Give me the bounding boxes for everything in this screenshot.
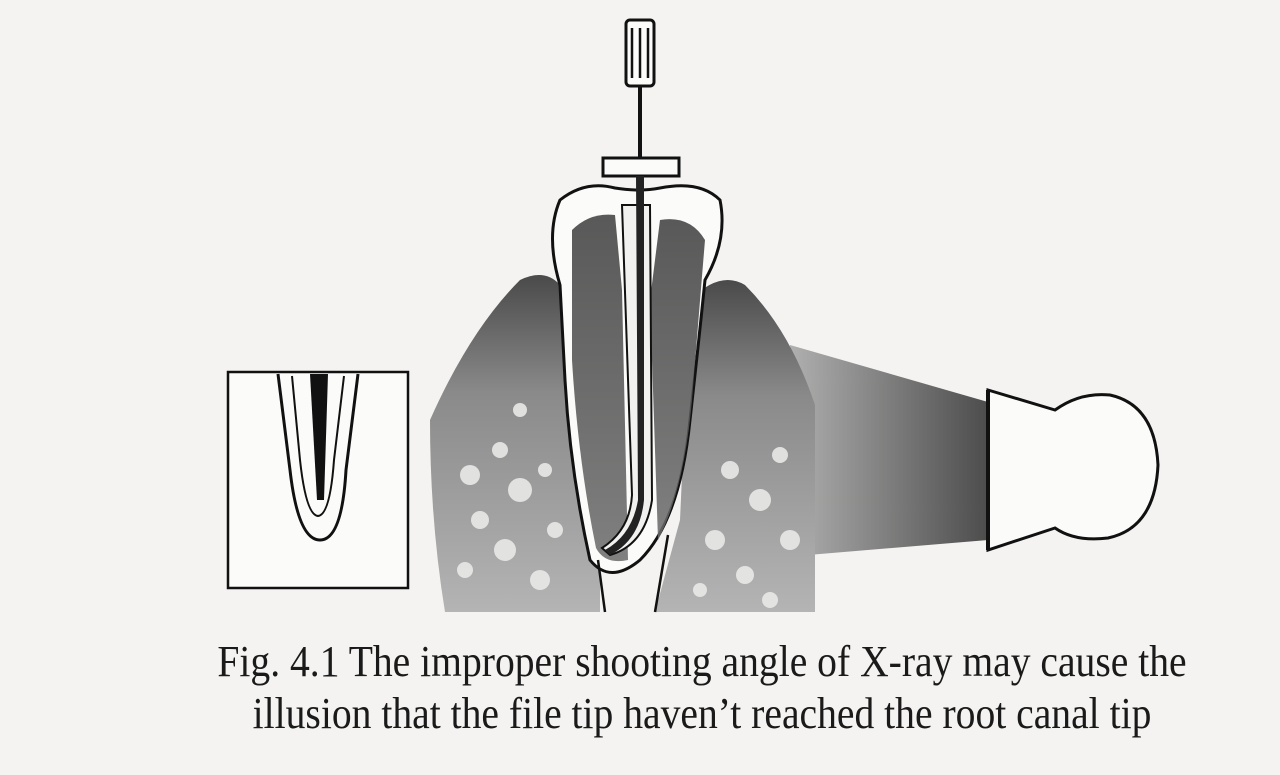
inset-root-outline: [276, 373, 360, 542]
root-canal-xray-illustration: [226, 18, 1160, 613]
xray-beam: [790, 345, 988, 555]
inset-root-inner: [291, 375, 345, 518]
xray-tube-body: [986, 387, 1160, 553]
tooth-dentin-right: [650, 219, 705, 540]
figure-caption-line-2: illusion that the file tip haven’t reach…: [252, 689, 1152, 738]
file-shaft: [605, 176, 644, 555]
tooth-dentin: [572, 214, 628, 562]
apex-detail-inset: [226, 370, 410, 590]
xray-tube: [986, 387, 1160, 553]
endodontic-file: [601, 18, 681, 555]
alveolar-bone: [430, 275, 815, 612]
figure-caption-line-1: Fig. 4.1 The improper shooting angle of …: [217, 637, 1187, 686]
rubber-stop: [601, 156, 681, 178]
inset-file: [310, 374, 328, 500]
root-periphery: [596, 534, 670, 613]
